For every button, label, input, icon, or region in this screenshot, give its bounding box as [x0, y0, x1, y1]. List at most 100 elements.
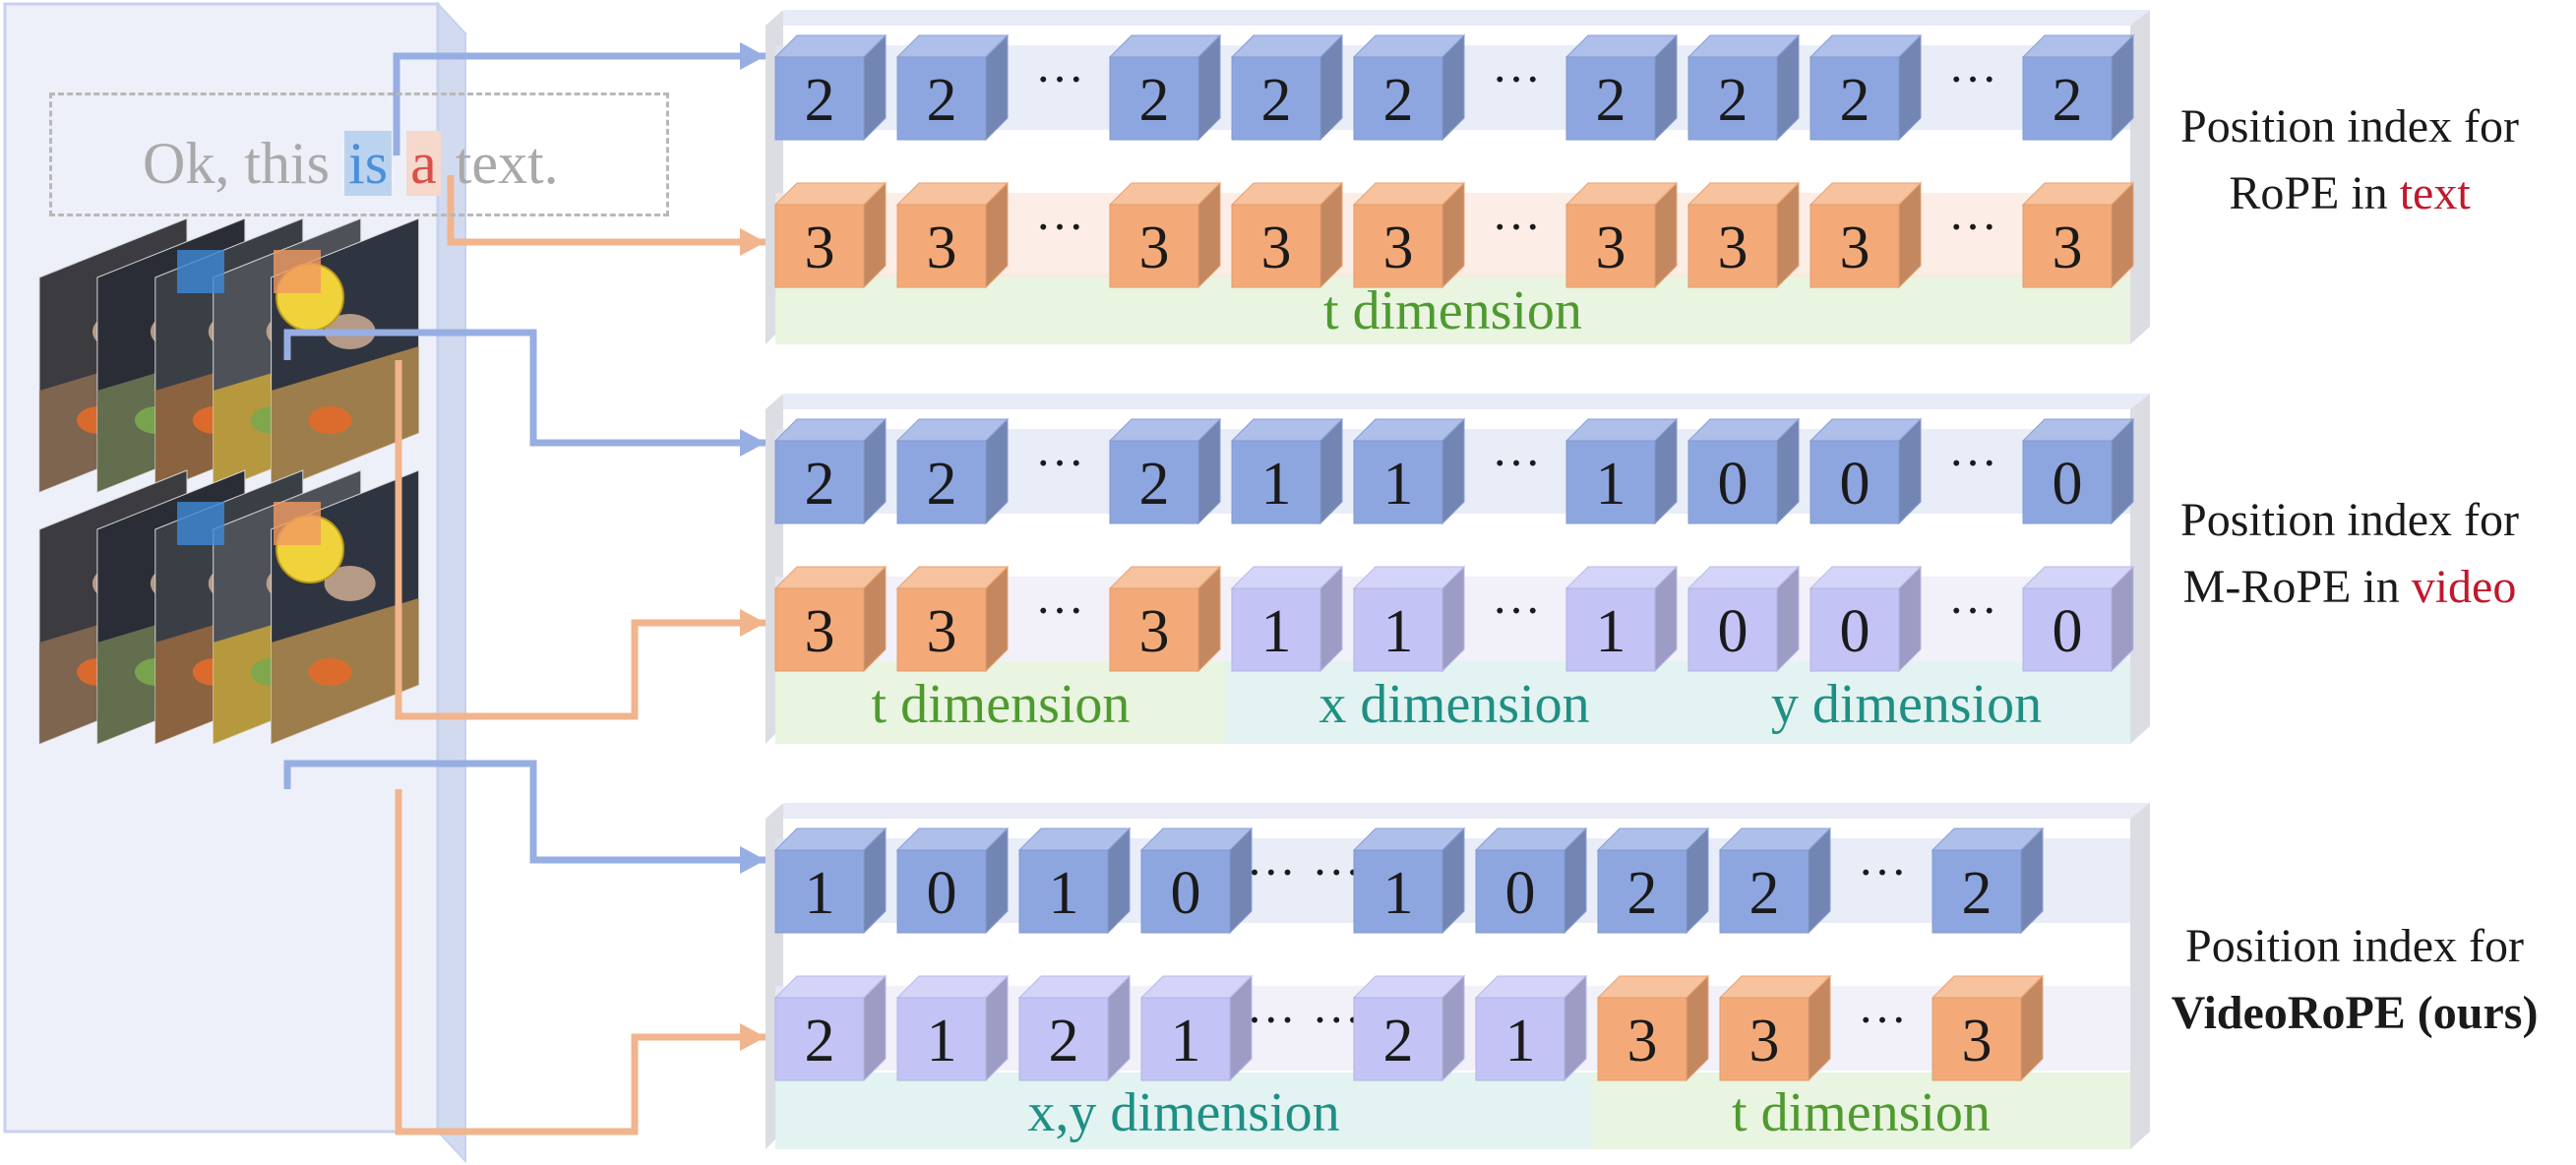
- cube-front: [1687, 56, 1778, 141]
- dimension-label: x,y dimension: [1027, 1082, 1339, 1143]
- dimension-label: t dimension: [872, 674, 1131, 735]
- cube-front: [1809, 56, 1900, 141]
- cube-value: 3: [1261, 215, 1292, 281]
- patch-orange: [274, 250, 321, 293]
- cube-front: [2022, 204, 2113, 288]
- panel-label-videorope: Position index for VideoRoPE (ours): [2143, 913, 2566, 1047]
- cube-front: [1932, 997, 2022, 1081]
- cube-value: 1: [1171, 1008, 1201, 1074]
- cube-front: [2022, 440, 2113, 524]
- cube-value: 0: [927, 860, 957, 927]
- cube-front: [1565, 204, 1656, 288]
- cube-value: 0: [1840, 598, 1871, 665]
- dimension-bar: [775, 661, 1226, 744]
- panel-label-line1: Position index for: [2180, 100, 2519, 153]
- cube-front: [1597, 849, 1687, 934]
- cube-value: 0: [1171, 860, 1201, 927]
- cube-value: 2: [805, 67, 835, 134]
- cube-value: 2: [1383, 1008, 1414, 1074]
- cube-value: 3: [1383, 215, 1414, 281]
- cube-front: [1809, 440, 1900, 524]
- cube-front: [1109, 56, 1199, 141]
- cube-value: 1: [1049, 860, 1079, 927]
- arrow-token-a: [447, 175, 766, 246]
- ellipsis-dots: …: [1035, 37, 1086, 92]
- arrow-video-t: [283, 329, 766, 447]
- cube-front: [1809, 587, 1900, 672]
- arrow-token-is-head: [740, 42, 766, 70]
- cube-value: 2: [1139, 451, 1170, 518]
- panel-side-edge: [2130, 803, 2150, 1149]
- cube-value: 2: [2053, 67, 2083, 134]
- cube-front: [1687, 204, 1778, 288]
- cube-front: [1231, 440, 1321, 524]
- video-frames-1: [38, 217, 420, 493]
- cube-value: 3: [1139, 598, 1170, 665]
- cube-front: [1231, 204, 1321, 288]
- arrow-video-t-head: [740, 429, 766, 457]
- ellipsis-dots: …: [1035, 185, 1086, 240]
- cube-front: [896, 997, 987, 1081]
- cube-value: 2: [1749, 860, 1780, 927]
- cube-value: 3: [2053, 215, 2083, 281]
- cube-value: 3: [805, 598, 835, 665]
- cube-front: [1475, 997, 1565, 1081]
- cube-front: [1018, 997, 1109, 1081]
- ellipsis-dots: …: [1858, 830, 1909, 886]
- ellipsis-dots: …: [1948, 569, 1999, 624]
- cube-value: 2: [1049, 1008, 1079, 1074]
- cube-value: 2: [1718, 67, 1748, 134]
- cube-front: [774, 849, 865, 934]
- ellipsis-dots: …: [1035, 421, 1086, 476]
- cube-front: [1353, 587, 1443, 672]
- arrow-video2-t: [283, 760, 766, 864]
- cube-front: [774, 440, 865, 524]
- panel-label-prefix: M-RoPE in: [2182, 561, 2412, 613]
- cube-front: [1140, 849, 1231, 934]
- cube-value: 1: [1596, 451, 1626, 518]
- frame-vegetable: [308, 406, 352, 434]
- arrow-token-is: [393, 52, 766, 155]
- ellipsis-dots: …: [1492, 37, 1543, 92]
- cube-value: 0: [1718, 598, 1748, 665]
- cube-front: [896, 587, 987, 672]
- panel-label-prefix: RoPE in: [2229, 167, 2400, 219]
- cube-value: 1: [1383, 860, 1414, 927]
- dimension-label: t dimension: [1323, 280, 1582, 341]
- ellipsis-dots: …: [1492, 569, 1543, 624]
- arrow-token-a-head: [740, 228, 766, 256]
- cube-value: 0: [1840, 451, 1871, 518]
- cube-value: 3: [1627, 1008, 1658, 1074]
- dimension-label: t dimension: [1732, 1082, 1991, 1143]
- arrow-video2-xy: [395, 789, 766, 1135]
- cube-front: [1109, 587, 1199, 672]
- cube-front: [1687, 440, 1778, 524]
- ellipsis-dots: … …: [1247, 978, 1364, 1033]
- panel-label-bold: VideoRoPE (ours): [2171, 987, 2539, 1039]
- cube-front: [2022, 56, 2113, 141]
- cube-front: [896, 849, 987, 934]
- cube-front: [1719, 849, 1809, 934]
- panel-label-rope-text: Position index for RoPE in text: [2143, 93, 2556, 227]
- cube-value: 2: [927, 451, 957, 518]
- cube-front: [1353, 997, 1443, 1081]
- cube-value: 3: [1718, 215, 1748, 281]
- frame-hand: [324, 566, 376, 601]
- cube-value: 2: [1962, 860, 1993, 927]
- sentence-dashed-box: [49, 92, 669, 216]
- patch-blue: [177, 502, 224, 545]
- cube-front: [774, 204, 865, 288]
- patch-orange: [274, 502, 321, 545]
- cube-front: [1353, 56, 1443, 141]
- cube-front: [1719, 997, 1809, 1081]
- panel-top-edge: [766, 10, 2150, 26]
- cube-value: 1: [805, 860, 835, 927]
- cube-front: [1018, 849, 1109, 934]
- cube-value: 2: [1383, 67, 1414, 134]
- cube-value: 2: [1139, 67, 1170, 134]
- panel-label-line1: Position index for: [2180, 494, 2519, 546]
- cube-front: [1109, 440, 1199, 524]
